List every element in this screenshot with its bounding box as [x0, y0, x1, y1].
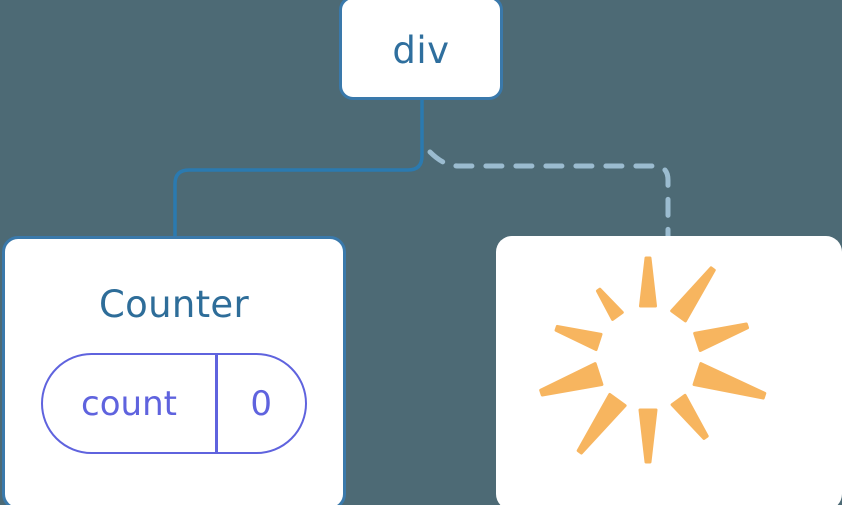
sunburst-ray-9	[595, 287, 624, 321]
state-pill-count[interactable]: count 0	[41, 353, 307, 454]
node-counter[interactable]: Counter count 0	[2, 236, 346, 505]
sunburst-ray-6	[576, 392, 627, 455]
sunburst-ray-3	[692, 362, 767, 400]
sunburst-ray-8	[554, 324, 603, 352]
node-counter-label: Counter	[99, 283, 249, 326]
node-div-label: div	[392, 28, 450, 72]
state-value-label: 0	[250, 383, 273, 424]
sunburst-ray-5	[638, 408, 658, 464]
state-key-label: count	[81, 383, 177, 424]
sunburst-ray-0	[639, 256, 657, 308]
sunburst-ray-7	[539, 362, 604, 397]
node-loading[interactable]	[496, 236, 842, 505]
sunburst-ray-4	[670, 393, 709, 440]
edge-div-to-counter	[173, 98, 424, 240]
sunburst-ray-1	[670, 266, 716, 323]
edge-div-to-loading	[427, 149, 671, 241]
sunburst-ray-2	[693, 322, 750, 352]
sunburst-loading-icon	[539, 256, 767, 464]
state-pill-divider	[215, 355, 218, 452]
node-div[interactable]: div	[339, 0, 503, 100]
